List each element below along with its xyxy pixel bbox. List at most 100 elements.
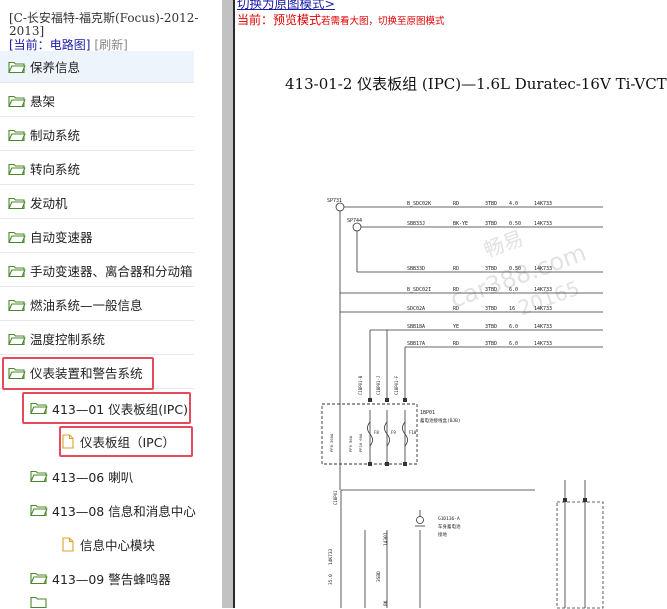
tree-item-label: 信息中心模块	[80, 537, 156, 553]
splice-point	[352, 222, 362, 232]
tree-item-label: 燃油系统—一般信息	[30, 298, 143, 313]
vertical-wire-label: C1BP01	[333, 490, 338, 505]
wire-color-label: YE	[453, 324, 459, 330]
open-folder-icon	[8, 299, 26, 311]
ground-symbol	[415, 510, 425, 527]
open-folder-icon	[8, 61, 26, 73]
current-prefix: [当前：	[9, 38, 50, 52]
fuse-label: F10	[409, 430, 417, 435]
wire-pin-label: 3TBD	[485, 306, 497, 312]
open-folder-icon	[8, 163, 26, 175]
wire-pin-label: 3TBD	[485, 324, 497, 330]
wire-harness-label: 14K733	[534, 201, 552, 207]
refresh-link[interactable]: [刷新]	[94, 38, 128, 52]
document-viewer: 切换为原图模式> 当前：预览模式若需看大图，切换至原图模式 413-01-2 仪…	[235, 0, 667, 609]
vehicle-breadcrumb: [C-长安福特-福克斯(Focus)-2012-2013]	[9, 11, 199, 38]
tree-item-engine[interactable]: 发动机	[0, 187, 194, 219]
wiring-schematic: SP731 SP744	[321, 198, 604, 609]
document-icon	[62, 433, 74, 449]
tree-item-info-center-module[interactable]: 信息中心模块	[62, 528, 155, 560]
wire-circuit-label: SBB33D	[407, 266, 425, 272]
wire-pin-label: 3TBD	[485, 201, 497, 207]
open-folder-icon	[30, 504, 48, 517]
open-folder-icon	[8, 367, 26, 379]
vertical-wire-label: 14K733	[328, 548, 334, 565]
vertical-wire-label: 14301	[383, 532, 389, 546]
splice-label: SP744	[347, 218, 362, 224]
connector-label: C1BP01-F	[394, 375, 399, 395]
tree-item-ipc-document[interactable]: 仪表板组（IPC）	[62, 425, 175, 457]
ground-line2: 接地	[438, 531, 447, 538]
document-icon	[62, 536, 74, 552]
document-title: 413-01-2 仪表板组 (IPC)—1.6L Duratec-16V Ti-…	[285, 75, 667, 93]
current-section-link[interactable]: 电路图	[49, 38, 86, 52]
open-folder-icon	[8, 231, 26, 243]
wire-circuit-label: SBB33J	[407, 221, 425, 227]
wire-harness-label: 14K733	[534, 266, 552, 272]
current-section-line: [当前：电路图][刷新]	[9, 38, 128, 52]
wire-circuit-label: SBB18A	[407, 324, 425, 330]
open-folder-icon	[30, 572, 48, 585]
wire-circuit-label: B_SDC02K	[407, 201, 431, 207]
open-folder-icon	[30, 596, 47, 609]
fuse-box-name: 蓄电池接线盒(BJB)	[420, 417, 461, 424]
tree-item-suspension[interactable]: 悬架	[0, 85, 194, 117]
tree-item-climate-control[interactable]: 温度控制系统	[0, 323, 194, 355]
fuse-symbols	[367, 421, 408, 447]
tree-item-413-08-message-center[interactable]: 413—08 信息和消息中心	[30, 494, 196, 526]
tree-item-brake-system[interactable]: 制动系统	[0, 119, 194, 151]
tree-item-steering-system[interactable]: 转向系统	[0, 153, 194, 185]
tree-item-label: 保养信息	[30, 60, 81, 75]
open-folder-icon	[8, 265, 26, 277]
connector-pins	[368, 462, 407, 466]
wire-harness-label: 14K733	[534, 324, 552, 330]
preview-mode-status: 当前：预览模式若需看大图，切换至原图模式	[237, 11, 445, 28]
pane-splitter[interactable]	[222, 0, 233, 608]
fuse-box-id: 1BP01	[420, 410, 435, 416]
tree-item-label: 手动变速器、离合器和分动箱	[30, 264, 193, 279]
tree-item-manual-transmission[interactable]: 手动变速器、离合器和分动箱	[0, 255, 194, 287]
tree-item-partial[interactable]	[30, 596, 52, 609]
tree-item-label: 发动机	[30, 196, 68, 211]
connector-pins	[563, 498, 587, 502]
open-folder-icon	[8, 333, 26, 345]
tree-item-label: 转向系统	[30, 162, 81, 177]
tree-item-automatic-transmission[interactable]: 自动变速器	[0, 221, 194, 253]
wire-harness-label: 14K733	[534, 287, 552, 293]
tree-item-label: 413—09 警告蜂鸣器	[52, 571, 171, 587]
tree-item-instrumentation[interactable]: 仪表装置和警告系统	[0, 357, 194, 389]
open-folder-icon	[30, 470, 48, 483]
wire-size-label: 4.0	[509, 201, 518, 207]
wire-harness-label: 14K733	[534, 306, 552, 312]
wire-color-label: BK-YE	[453, 221, 468, 227]
tree-item-label: 悬架	[30, 94, 56, 109]
splice-label: SP731	[327, 198, 342, 204]
vertical-wire-label: 3SBD	[376, 571, 382, 582]
current-suffix: ]	[85, 38, 91, 52]
wire-size-label: 6.0	[509, 324, 518, 330]
open-folder-icon	[8, 129, 26, 141]
wire-harness-label: 14K733	[534, 221, 552, 227]
tree-item-413-06-horn[interactable]: 413—06 喇叭	[30, 460, 133, 492]
tree-item-413-01-ipc[interactable]: 413—01 仪表板组(IPC)	[30, 392, 188, 424]
fuse-label: F9	[391, 430, 396, 435]
wire-pin-label: 3TBD	[485, 287, 497, 293]
vertical-wire-label: 35.0	[328, 574, 334, 585]
tree-item-label: 仪表板组（IPC）	[80, 434, 175, 450]
mode-label: 当前：预览模式	[237, 13, 322, 27]
tree-item-413-09-warning-chime[interactable]: 413—09 警告蜂鸣器	[30, 562, 171, 594]
wire-color-label: RD	[453, 341, 459, 347]
ground-id: G1D136-A	[438, 516, 460, 522]
wire-size-label: 6.0	[509, 341, 518, 347]
tree-item-fuel-system[interactable]: 燃油系统—一般信息	[0, 289, 194, 321]
wire-size-label: 0.50	[509, 221, 521, 227]
tree-item-maintenance[interactable]: 保养信息	[0, 51, 194, 83]
switch-original-mode-link[interactable]: 切换为原图模式>	[237, 0, 335, 11]
wire-size-label: 16	[509, 306, 515, 312]
tree-item-label: 自动变速器	[30, 230, 93, 245]
wire-circuit-label: B_SDC02I	[407, 287, 431, 293]
connector-label: C1BP01-B	[358, 375, 363, 395]
connector-pins	[368, 398, 407, 402]
tree-item-label: 仪表装置和警告系统	[30, 366, 143, 381]
wire-size-label: 6.0	[509, 287, 518, 293]
